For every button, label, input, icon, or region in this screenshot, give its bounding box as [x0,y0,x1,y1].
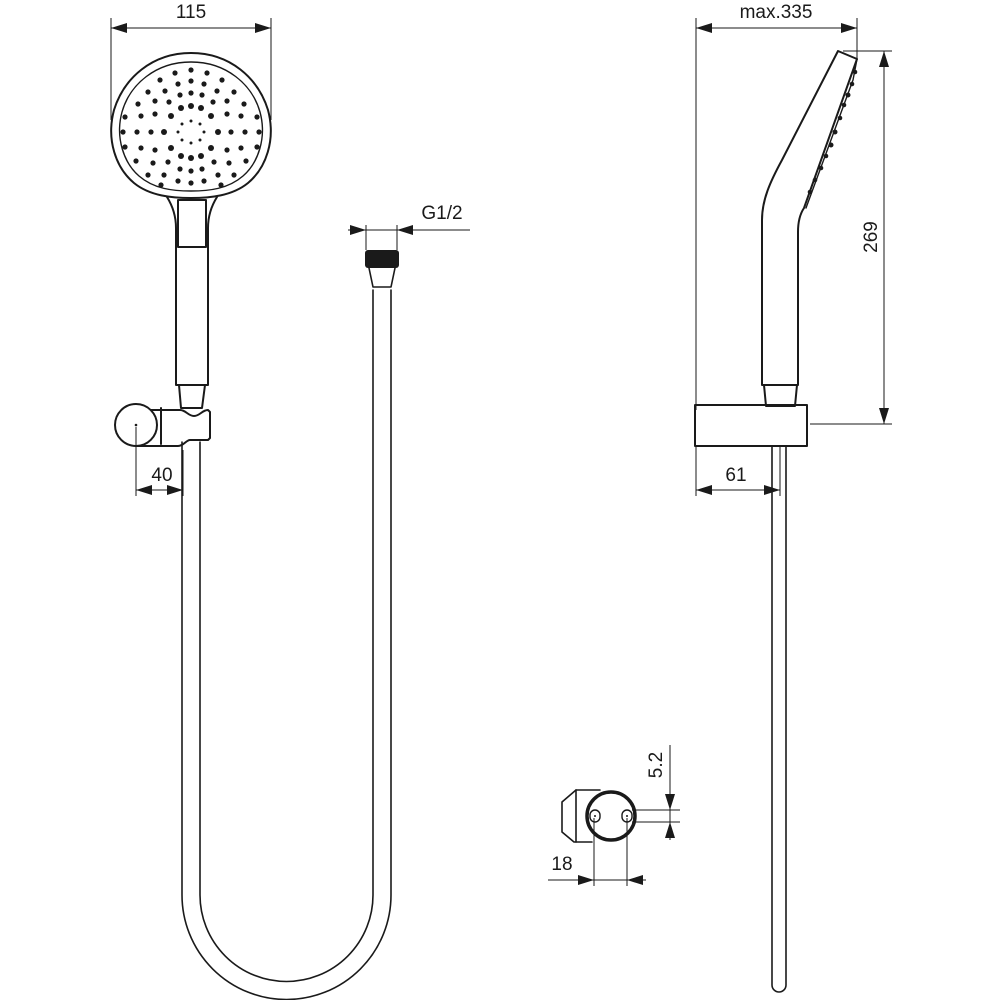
hose-connector: G1/2 [348,203,470,288]
hose-side [771,445,787,993]
dimension-head-width: 115 [110,2,272,120]
dim-g12-label: G1/2 [421,203,462,224]
shower-head-side [761,50,858,407]
dim-40-label: 40 [151,465,172,486]
dim-5-2-label: 5.2 [646,752,667,778]
nozzle-profile [807,69,858,195]
front-view: 115 [110,2,392,1000]
dim-18-label: 18 [551,854,572,875]
dim-335-label: max.335 [740,2,813,23]
hose-front [181,289,392,1000]
dimension-hole-spacing: 18 [548,818,646,886]
dimension-fixing-hole: 5.2 [632,745,680,840]
dimension-hose-connection: G1/2 [348,203,470,250]
dim-115-label: 115 [176,2,206,23]
dimension-max-projection: max.335 [695,2,858,410]
shower-head-front [110,52,272,199]
dimension-head-height: 269 [810,50,892,425]
wall-holder-front [114,403,211,447]
nozzle-pattern [120,67,262,188]
dim-269-label: 269 [861,221,882,253]
dim-61-label: 61 [725,465,746,486]
side-view: max.335 269 [694,2,892,993]
holder-detail: 5.2 18 [548,745,680,886]
handle-front [166,196,218,409]
dimension-holder-offset: 40 [135,427,184,496]
hose-nut [365,250,399,268]
dimension-holder-depth: 61 [695,446,781,496]
wall-holder-side [694,404,808,447]
